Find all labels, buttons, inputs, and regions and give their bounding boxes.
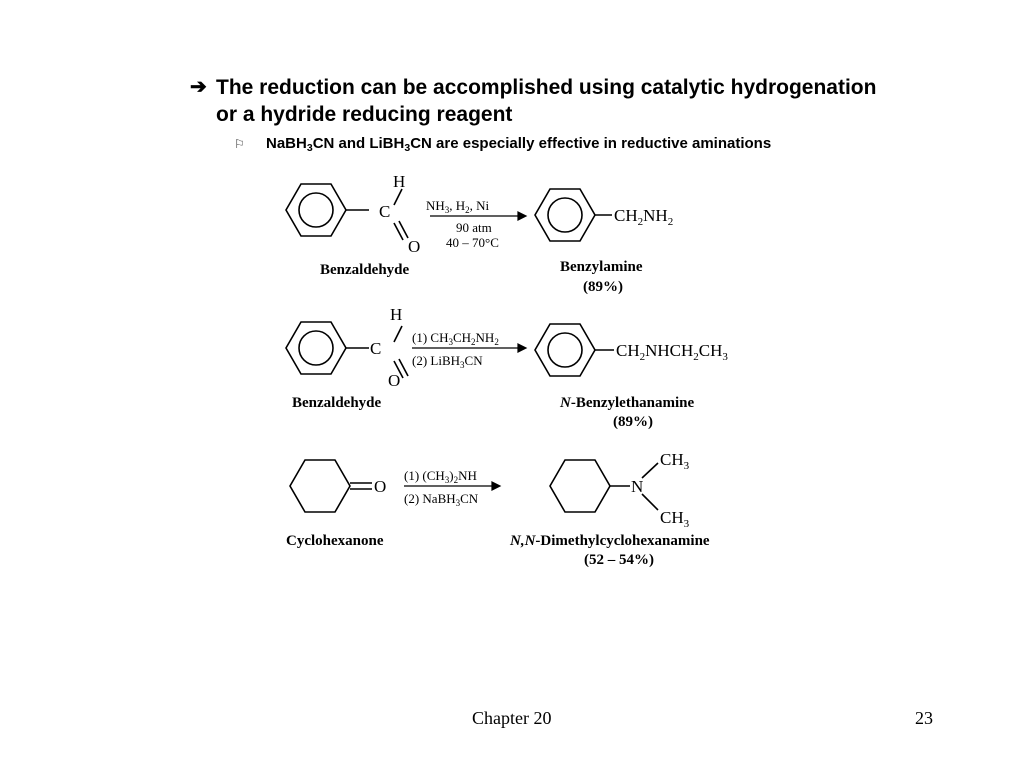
footer-chapter: Chapter 20 (472, 708, 552, 728)
atom-o-2: O (388, 371, 400, 390)
bullet-sub-text: NaBH3CN and LiBH3CN are especially effec… (266, 135, 772, 154)
benzaldehyde-structure-2 (285, 321, 409, 379)
atom-o-1: O (408, 237, 420, 256)
product-yield-1: (89%) (583, 279, 623, 295)
reaction-1: H C O Benzaldehyde NH3, H2, Ni 90 atm 40… (285, 172, 673, 295)
product-name-3: N,N-Dimethylcyclohexanamine (509, 533, 710, 549)
methyl-bottom: CH3 (660, 508, 690, 530)
bullet-main-line1: The reduction can be accomplished using … (216, 76, 877, 99)
reaction-schemes: H C O Benzaldehyde NH3, H2, Ni 90 atm 40… (285, 172, 728, 568)
reaction-2: H C O Benzaldehyde (1) CH3CH2NH2 (2) LiB… (285, 305, 728, 430)
conditions-2-line2: (2) LiBH3CN (412, 353, 483, 370)
conditions-2-line1: (1) CH3CH2NH2 (412, 330, 499, 347)
atom-h-1: H (393, 172, 405, 191)
atom-h-2: H (390, 305, 402, 324)
product-formula-1: CH2NH2 (614, 206, 673, 228)
sub-bullet-icon: ⚐ (234, 137, 245, 151)
bullet-sub: ⚐ NaBH3CN and LiBH3CN are especially eff… (234, 134, 954, 154)
reaction-arrow-2 (412, 343, 528, 353)
methyl-top: CH3 (660, 450, 690, 472)
dimethylcyclohexanamine-structure (549, 459, 659, 513)
conditions-1-line2: 90 atm (456, 220, 492, 235)
footer-page-number: 23 (915, 708, 933, 728)
bullet-main: ➔ The reduction can be accomplished usin… (190, 74, 950, 128)
conditions-3-line2: (2) NaBH3CN (404, 491, 479, 508)
benzylamine-structure (534, 188, 612, 242)
atom-c-2: C (370, 339, 381, 358)
reactant-name-3: Cyclohexanone (286, 533, 384, 549)
reaction-arrow-1 (430, 211, 528, 221)
benzaldehyde-structure-1 (285, 183, 409, 241)
reactant-name-1: Benzaldehyde (320, 262, 410, 278)
product-formula-2: CH2NHCH2CH3 (616, 341, 728, 363)
reactant-name-2: Benzaldehyde (292, 395, 382, 411)
product-name-2: N-Benzylethanamine (559, 395, 695, 411)
arrow-bullet-icon: ➔ (190, 76, 207, 98)
atom-c-1: C (379, 202, 390, 221)
conditions-1-line3: 40 – 70°C (446, 235, 499, 250)
cyclohexanone-structure (289, 459, 372, 513)
conditions-3-line1: (1) (CH3)2NH (404, 468, 477, 485)
bullet-main-line2: or a hydride reducing reagent (216, 103, 513, 126)
atom-n-3: N (631, 477, 643, 496)
product-yield-2: (89%) (613, 414, 653, 430)
conditions-1-line1: NH3, H2, Ni (426, 198, 490, 215)
benzylethanamine-structure (534, 323, 614, 377)
product-name-1: Benzylamine (560, 259, 643, 275)
atom-o-3: O (374, 477, 386, 496)
product-yield-3: (52 – 54%) (584, 552, 654, 568)
reaction-arrow-3 (404, 481, 502, 491)
reaction-3: O Cyclohexanone (1) (CH3)2NH (2) NaBH3CN… (286, 450, 710, 568)
